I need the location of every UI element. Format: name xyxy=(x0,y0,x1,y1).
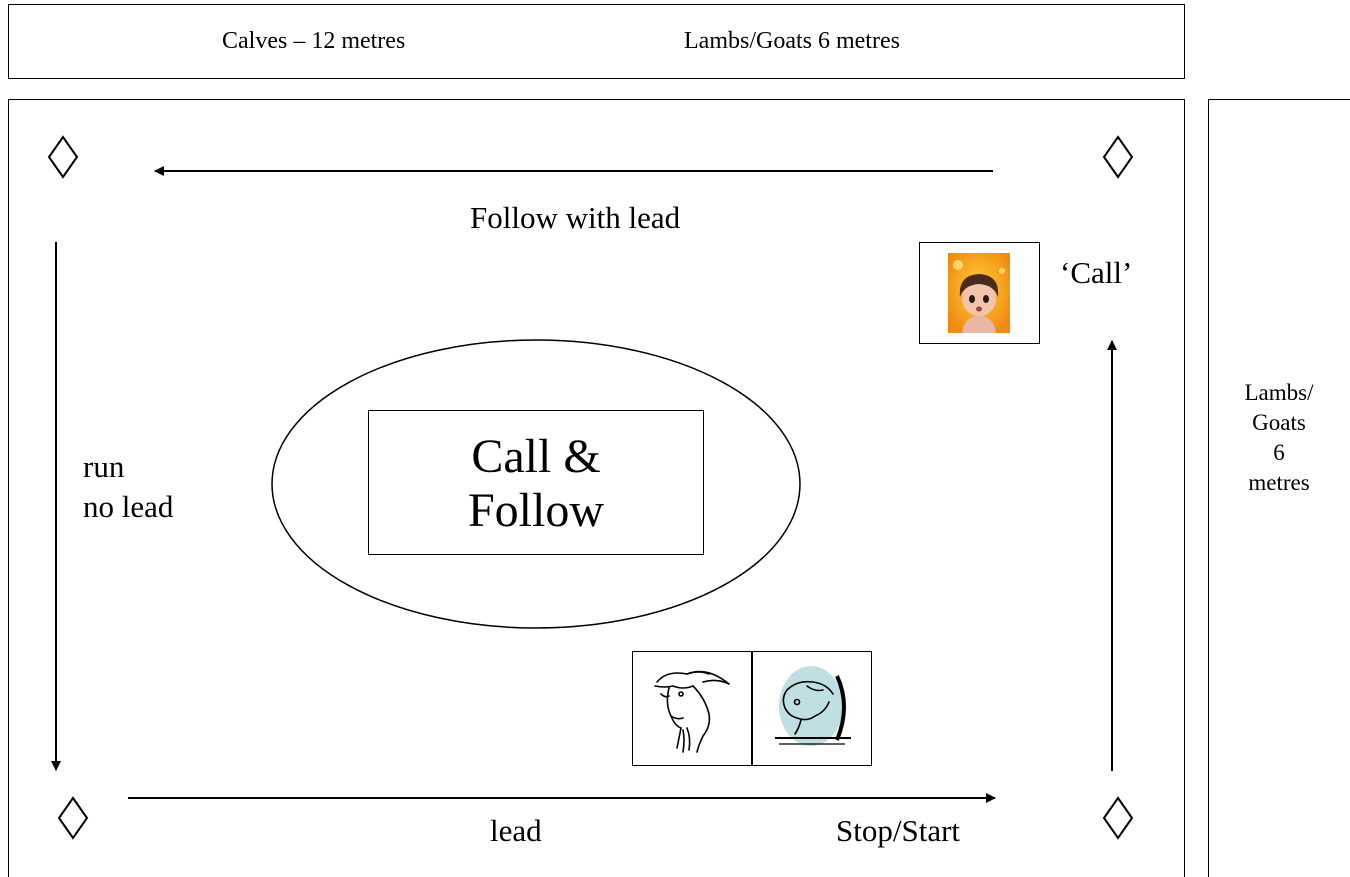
run-label-line: no lead xyxy=(83,489,174,524)
side-label-line: Goats xyxy=(1252,410,1306,435)
diamond-marker-bottom-left xyxy=(57,796,89,840)
animal-divider xyxy=(751,652,753,765)
center-label: Call & Follow xyxy=(368,430,704,538)
child-face-icon xyxy=(948,253,1010,333)
side-label-line: Lambs/ xyxy=(1244,380,1314,405)
center-label-line: Call & xyxy=(471,430,601,483)
diamond-marker-top-left xyxy=(47,135,79,179)
goat-head-icon xyxy=(654,670,730,753)
call-label: ‘Call’ xyxy=(1060,255,1133,290)
sheep-head-icon xyxy=(775,666,851,746)
center-label-box xyxy=(368,410,704,555)
side-label-line: metres xyxy=(1248,470,1310,495)
side-distance-box xyxy=(1208,99,1350,877)
side-distance-label: Lambs/ Goats 6 metres xyxy=(1208,378,1350,498)
person-picture-frame xyxy=(919,242,1040,344)
course-box xyxy=(8,99,1185,877)
side-label-line: 6 xyxy=(1273,440,1285,465)
top-distance-box: Calves – 12 metres Lambs/Goats 6 metres xyxy=(8,4,1185,79)
center-ellipse xyxy=(271,339,801,629)
lead-label: lead xyxy=(490,813,542,848)
run-no-lead-label: run no lead xyxy=(83,447,173,527)
animal-pictures-frame xyxy=(632,651,872,766)
stop-start-label: Stop/Start xyxy=(836,813,961,848)
center-label-line: Follow xyxy=(467,484,605,537)
calves-distance-label: Calves – 12 metres xyxy=(222,28,406,54)
follow-with-lead-label: Follow with lead xyxy=(470,200,681,235)
lambs-goats-distance-label: Lambs/Goats 6 metres xyxy=(684,28,900,54)
diamond-marker-top-right xyxy=(1102,135,1134,179)
run-label-line: run xyxy=(83,449,125,484)
diamond-marker-bottom-right xyxy=(1102,796,1134,840)
